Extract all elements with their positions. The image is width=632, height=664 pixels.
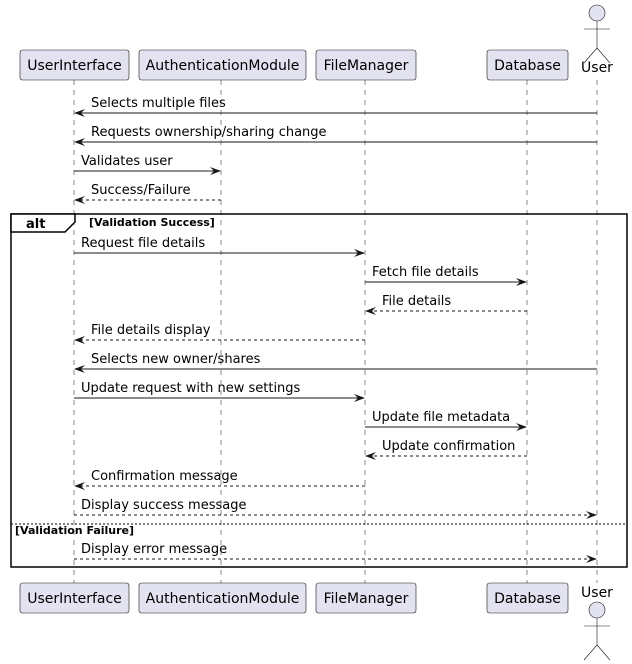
- message: Selects multiple files: [74, 96, 597, 117]
- actor-user-top[interactable]: User: [581, 4, 613, 76]
- participant-label: FileManager: [324, 591, 409, 607]
- alt-keyword: alt: [26, 217, 45, 232]
- message: File details display: [74, 323, 365, 344]
- participant-db-top[interactable]: Database: [486, 49, 569, 81]
- message-label: Update confirmation: [382, 439, 515, 454]
- message: Update confirmation: [365, 439, 527, 460]
- message: Fetch file details: [365, 265, 527, 286]
- message-label: Selects multiple files: [91, 96, 226, 111]
- participant-label: AuthenticationModule: [146, 58, 300, 74]
- participant-ui-bottom[interactable]: UserInterface: [19, 582, 130, 614]
- message-label: Update request with new settings: [81, 381, 301, 396]
- arrowhead-icon: [74, 482, 85, 490]
- message: Validates user: [74, 154, 221, 175]
- arrowhead-icon: [365, 307, 376, 315]
- message-label: Update file metadata: [372, 410, 510, 425]
- participant-fm-bottom[interactable]: FileManager: [315, 582, 417, 614]
- participant-auth-top[interactable]: AuthenticationModule: [138, 49, 307, 81]
- participant-ui-top[interactable]: UserInterface: [19, 49, 130, 81]
- guard-success: [Validation Success]: [89, 216, 215, 229]
- arrowhead-icon: [586, 511, 597, 519]
- alt-fragment: alt [Validation Success] [Validation Fai…: [10, 213, 628, 568]
- participant-label: UserInterface: [27, 58, 122, 74]
- participant-label: FileManager: [324, 58, 409, 74]
- arrowhead-icon: [74, 365, 85, 373]
- arrowhead-icon: [74, 138, 85, 146]
- actor-body-icon: [583, 21, 611, 64]
- message-label: Fetch file details: [372, 265, 479, 280]
- message-label: Confirmation message: [91, 469, 238, 484]
- message-label: Validates user: [81, 154, 173, 169]
- participant-auth-bottom[interactable]: AuthenticationModule: [138, 582, 307, 614]
- arrowhead-icon: [516, 423, 527, 431]
- message: Requests ownership/sharing change: [74, 125, 597, 146]
- alt-frame: [10, 213, 628, 568]
- message: File details: [365, 294, 527, 315]
- message: Selects new owner/shares: [74, 352, 597, 373]
- message: Display success message: [74, 498, 597, 519]
- message: Update request with new settings: [74, 381, 365, 402]
- participant-label: Database: [494, 591, 561, 607]
- participant-label: AuthenticationModule: [146, 591, 300, 607]
- actor-label: User: [581, 60, 613, 76]
- message-label: Selects new owner/shares: [91, 352, 261, 367]
- lifelines: [73, 80, 598, 583]
- participants-top: UserInterface AuthenticationModule FileM…: [19, 4, 613, 81]
- message-label: Request file details: [81, 236, 205, 251]
- message-label: Success/Failure: [91, 183, 190, 198]
- message: Success/Failure: [74, 183, 221, 204]
- message: Confirmation message: [74, 469, 365, 490]
- arrowhead-icon: [74, 109, 85, 117]
- message-label: File details display: [91, 323, 211, 338]
- message: Display error message: [74, 542, 597, 563]
- actor-head-icon: [588, 4, 606, 22]
- message: Update file metadata: [365, 410, 527, 431]
- participant-label: Database: [494, 58, 561, 74]
- arrowhead-icon: [354, 394, 365, 402]
- message-label: Display error message: [81, 542, 227, 557]
- actor-label: User: [581, 585, 613, 601]
- arrowhead-icon: [354, 249, 365, 257]
- arrowhead-icon: [210, 167, 221, 175]
- message: Request file details: [74, 236, 365, 257]
- participants-bottom: UserInterface AuthenticationModule FileM…: [19, 582, 613, 661]
- guard-failure: [Validation Failure]: [15, 524, 134, 537]
- arrowhead-icon: [516, 278, 527, 286]
- participant-label: UserInterface: [27, 591, 122, 607]
- message-label: Display success message: [81, 498, 246, 513]
- arrowhead-icon: [74, 336, 85, 344]
- message-label: Requests ownership/sharing change: [91, 125, 327, 140]
- actor-body-icon: [583, 618, 611, 661]
- arrowhead-icon: [74, 196, 85, 204]
- arrowhead-icon: [365, 452, 376, 460]
- message-label: File details: [382, 294, 451, 309]
- actor-user-bottom[interactable]: User: [581, 585, 613, 661]
- participant-db-bottom[interactable]: Database: [486, 582, 569, 614]
- alt-tab: [10, 213, 76, 233]
- actor-head-icon: [588, 601, 606, 619]
- arrowhead-icon: [586, 555, 597, 563]
- participant-fm-top[interactable]: FileManager: [315, 49, 417, 81]
